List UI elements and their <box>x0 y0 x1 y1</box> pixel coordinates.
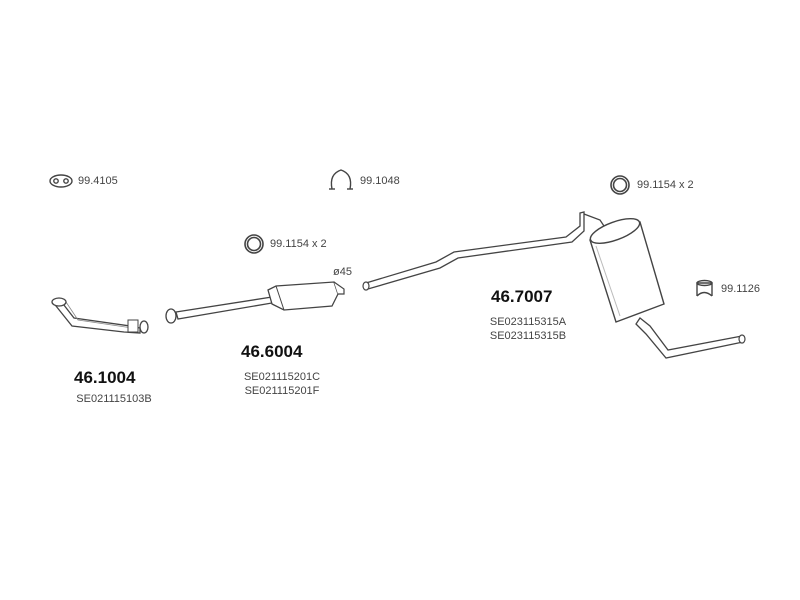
accessory-code: 99.4105 <box>78 175 118 187</box>
clamp-icon <box>329 169 353 190</box>
rubber-ring-icon <box>610 175 630 195</box>
reference-code: SE023115315A <box>489 316 567 328</box>
reference-code: SE021115201F <box>244 385 320 397</box>
rear-pipe-drawing <box>362 211 746 359</box>
diameter-label: ø45 <box>333 266 352 278</box>
front-pipe-drawing <box>51 297 149 334</box>
accessory-code: 99.1154 x 2 <box>637 179 694 191</box>
accessory-code: 99.1126 <box>721 283 760 295</box>
reference-code: SE021115103B <box>76 393 152 405</box>
flange-gasket-icon <box>49 174 73 188</box>
part-number: 46.7007 <box>491 287 553 306</box>
part-number: 46.1004 <box>74 368 136 387</box>
accessory-code: 99.1048 <box>360 175 400 187</box>
reference-code-list: SE021115103B <box>60 392 168 406</box>
part-number: 46.6004 <box>241 342 303 361</box>
reference-code: SE021115201C <box>243 371 321 383</box>
mounting-bracket-icon <box>696 279 713 297</box>
accessory-code: 99.1154 x 2 <box>270 238 327 250</box>
reference-code-list: SE023115315A SE023115315B <box>474 315 582 343</box>
reference-code-list: SE021115201C SE021115201F <box>228 370 336 398</box>
rubber-ring-icon <box>244 234 264 254</box>
intermediate-pipe-drawing <box>165 281 345 324</box>
reference-code: SE023115315B <box>489 330 567 342</box>
